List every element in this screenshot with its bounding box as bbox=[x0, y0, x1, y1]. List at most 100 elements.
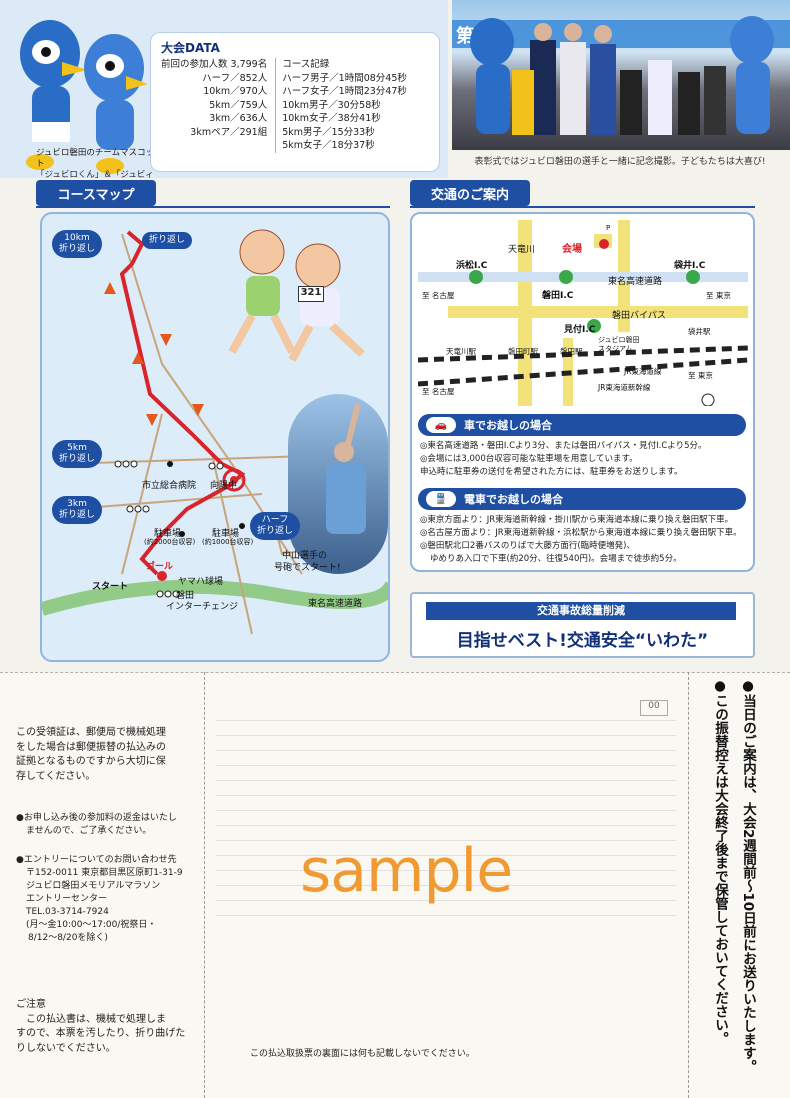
traffic-safety-banner: 交通事故総量削減 目指せベスト!交通安全“いわた” bbox=[410, 592, 755, 658]
course-map-graphic bbox=[42, 230, 388, 635]
receipt-line: をした場合は郵便振替の払込みの bbox=[16, 741, 166, 753]
label-nakayama: 中山選手の bbox=[282, 551, 328, 561]
sample-watermark: sample bbox=[300, 836, 513, 906]
label-yamaha-stadium: ヤマハ球場 bbox=[178, 577, 224, 587]
contact-line: ジュビロ磐田メモリアルマラソン bbox=[26, 881, 161, 891]
label-interchange: インターチェンジ bbox=[166, 602, 239, 612]
label-iwata: 磐田 bbox=[176, 591, 195, 601]
contact-line: (月〜金10:00〜17:00/祝祭日・ bbox=[26, 920, 157, 930]
label-jr-tokaido: JR東海道線 bbox=[624, 367, 662, 376]
label-to-nagoya: 至 名古屋 bbox=[422, 291, 455, 300]
safety-slogan: 目指せベスト!交通安全“いわた” bbox=[456, 631, 709, 651]
contact-line: ●エントリーについてのお問い合わせ先 bbox=[16, 855, 177, 865]
refund-line: ●お申し込み後の参加料の返金はいたし bbox=[16, 813, 177, 823]
callout-half-turn: ハーフ 折り返し bbox=[250, 512, 301, 540]
participant-row: 3kmペア／291組 bbox=[190, 126, 268, 138]
car-access-title: 車でお越しの場合 bbox=[464, 419, 552, 432]
participants-column: 前回の参加人数 3,799名 ハーフ／852人 10km／970人 5km／75… bbox=[161, 58, 267, 153]
contact-line: エントリーセンター bbox=[26, 894, 108, 904]
records-header: コース記録 bbox=[282, 59, 330, 70]
callout-5km-turn: 5km 折り返し bbox=[52, 440, 103, 468]
label-iwatacho-station: 磐田町駅 bbox=[508, 347, 538, 356]
label-to-tokyo: 至 東京 bbox=[706, 291, 731, 300]
label-tenryugawa-station: 天竜川駅 bbox=[446, 347, 476, 356]
label-parking-2: 駐車場 bbox=[212, 529, 240, 539]
caution-line: すので、本票を汚したり、折り曲げた bbox=[16, 1028, 186, 1039]
label-tomei: 東名高速道路 bbox=[608, 277, 663, 287]
label-parking-1: 駐車場 bbox=[154, 529, 182, 539]
refund-line: ませんので、ご了承ください。 bbox=[26, 826, 152, 836]
train-access-title: 電車でお越しの場合 bbox=[464, 493, 563, 506]
label-school: 向陽中 bbox=[210, 481, 238, 491]
train-access-header: 🚆 電車でお越しの場合 bbox=[418, 488, 746, 510]
car-icon: 🚗 bbox=[426, 417, 456, 433]
label-jubilo-stadium: ジュビロ磐田 スタジアム bbox=[598, 336, 640, 353]
receipt-line: 証拠となるものですから大切に保 bbox=[16, 756, 166, 767]
bib-number: 321 bbox=[298, 286, 324, 302]
course-map-header: コースマップ bbox=[36, 180, 156, 206]
label-venue: 会場 bbox=[562, 244, 582, 255]
label-iwata-bypass: 磐田バイパス bbox=[612, 311, 666, 321]
label-parking-1-capacity: (約2000台収容) bbox=[144, 538, 196, 546]
slip-box-label: 00 bbox=[640, 700, 668, 716]
label-starting-gun: 号砲でスタート! bbox=[274, 563, 341, 573]
label-to-nagoya-2: 至 名古屋 bbox=[422, 387, 455, 396]
contact-info: ●エントリーについてのお問い合わせ先 〒152-0011 東京都目黒区原町1-3… bbox=[16, 854, 183, 945]
car-access-header: 🚗 車でお越しの場合 bbox=[418, 414, 746, 436]
label-fukuroi-ic: 袋井I.C bbox=[674, 261, 706, 271]
participant-row: ハーフ／852人 bbox=[202, 72, 268, 84]
mascot-caption-line: ジュビロ磐田のチームマスコット bbox=[36, 148, 155, 169]
contact-line: 8/12〜8/20を除く) bbox=[28, 933, 108, 943]
award-photo: 第8 bbox=[452, 0, 790, 150]
label-jr-shinkansen: JR東海道新幹線 bbox=[598, 383, 651, 392]
car-access-text: ◎東名高速道路・磐田I.Cより3分、または磐田バイパス・見付I.Cより5分。 ◎… bbox=[420, 440, 707, 479]
record-row: ハーフ男子／1時間08分45秒 bbox=[282, 72, 407, 84]
label-fukuroi-station: 袋井駅 bbox=[688, 327, 711, 336]
label-iwata-ic: 磐田I.C bbox=[542, 291, 574, 301]
record-row: 10km女子／38分41秒 bbox=[282, 113, 381, 124]
label-hospital: 市立総合病院 bbox=[142, 481, 197, 491]
meet-data-panel: ジュビロ磐田のチームマスコット 「ジュビロくん」＆「ジュビィちゃん」 大会DAT… bbox=[0, 0, 448, 191]
contact-line: TEL.03-3714-7924 bbox=[26, 907, 109, 917]
train-icon: 🚆 bbox=[426, 491, 456, 507]
meet-data-box: 大会DATA 前回の参加人数 3,799名 ハーフ／852人 10km／970人… bbox=[150, 32, 440, 172]
mascot-illustration bbox=[20, 20, 148, 174]
label-hamamatsu-ic: 浜松I.C bbox=[456, 261, 488, 271]
label-parking-2-capacity: (約1000台収容) bbox=[202, 538, 254, 546]
label-tenryu-river: 天竜川 bbox=[508, 245, 536, 255]
record-row: 5km男子／15分33秒 bbox=[282, 126, 375, 138]
car-line: ◎東名高速道路・磐田I.Cより3分、または磐田バイパス・見付I.Cより5分。 bbox=[420, 441, 707, 451]
meet-data-title: 大会DATA bbox=[161, 41, 220, 55]
car-line: 申込時に駐車券の送付を希望された方には、駐車券をお送りします。 bbox=[420, 467, 683, 477]
runners-illustration bbox=[228, 229, 365, 362]
label-expressway: 東名高速道路 bbox=[308, 599, 363, 609]
participant-row: 3km／636人 bbox=[209, 113, 268, 124]
label-iwata-station: 磐田駅 bbox=[560, 347, 583, 356]
participants-header: 前回の参加人数 3,799名 bbox=[161, 59, 268, 70]
record-row: 10km男子／30分58秒 bbox=[282, 99, 381, 111]
starter-photo bbox=[288, 394, 388, 574]
label-goal: ゴール bbox=[146, 562, 174, 572]
refund-notice: ●お申し込み後の参加料の返金はいたし ませんので、ご了承ください。 bbox=[16, 812, 177, 838]
vertical-note-1: ●当日のご案内は、大会2週間前〜10日前にお送りいたします。 bbox=[740, 678, 756, 1074]
records-column: コース記録 ハーフ男子／1時間08分45秒 ハーフ女子／1時間23分47秒 10… bbox=[275, 58, 407, 153]
caution-notice: ご注意 この払込書は、機械で処理しま すので、本票を汚したり、折り曲げた りしな… bbox=[16, 998, 185, 1056]
train-line: ◎東京方面より：JR東海道新幹線・掛川駅から東海道本線に乗り換え磐田駅下車。 bbox=[420, 515, 734, 525]
train-access-text: ◎東京方面より：JR東海道新幹線・掛川駅から東海道本線に乗り換え磐田駅下車。 ◎… bbox=[420, 514, 742, 566]
receipt-line: この受領証は、郵便局で機械処理 bbox=[16, 727, 166, 738]
label-to-tokyo-2: 至 東京 bbox=[688, 371, 713, 380]
caution-line: この払込書は、機械で処理しま bbox=[26, 1013, 166, 1025]
label-start: スタート bbox=[92, 582, 129, 592]
car-line: ◎会場には3,000台収容可能な駐車場を用意しています。 bbox=[420, 454, 638, 464]
callout-3km-turn: 3km 折り返し bbox=[52, 496, 103, 524]
course-map: 321 10km 折り返し 折り返し 5km 折り返し 3km 折り返し ハーフ… bbox=[40, 212, 390, 662]
caution-line: りしないでください。 bbox=[16, 1042, 116, 1054]
receipt-line: 存してください。 bbox=[16, 770, 96, 782]
back-side-note: この払込取扱票の裏面には何も記載しないでください。 bbox=[250, 1049, 475, 1059]
callout-10km-turn: 10km 折り返し bbox=[52, 230, 103, 258]
record-row: 5km女子／18分37秒 bbox=[282, 140, 375, 151]
caution-title: ご注意 bbox=[16, 999, 46, 1010]
receipt-notice: この受領証は、郵便局で機械処理 をした場合は郵便振替の払込みの 証拠となるもので… bbox=[16, 726, 166, 784]
transport-panel: 天竜川 会場 P 浜松I.C 袋井I.C 東名高速道路 至 名古屋 至 東京 磐… bbox=[410, 212, 755, 572]
access-map bbox=[418, 220, 748, 406]
